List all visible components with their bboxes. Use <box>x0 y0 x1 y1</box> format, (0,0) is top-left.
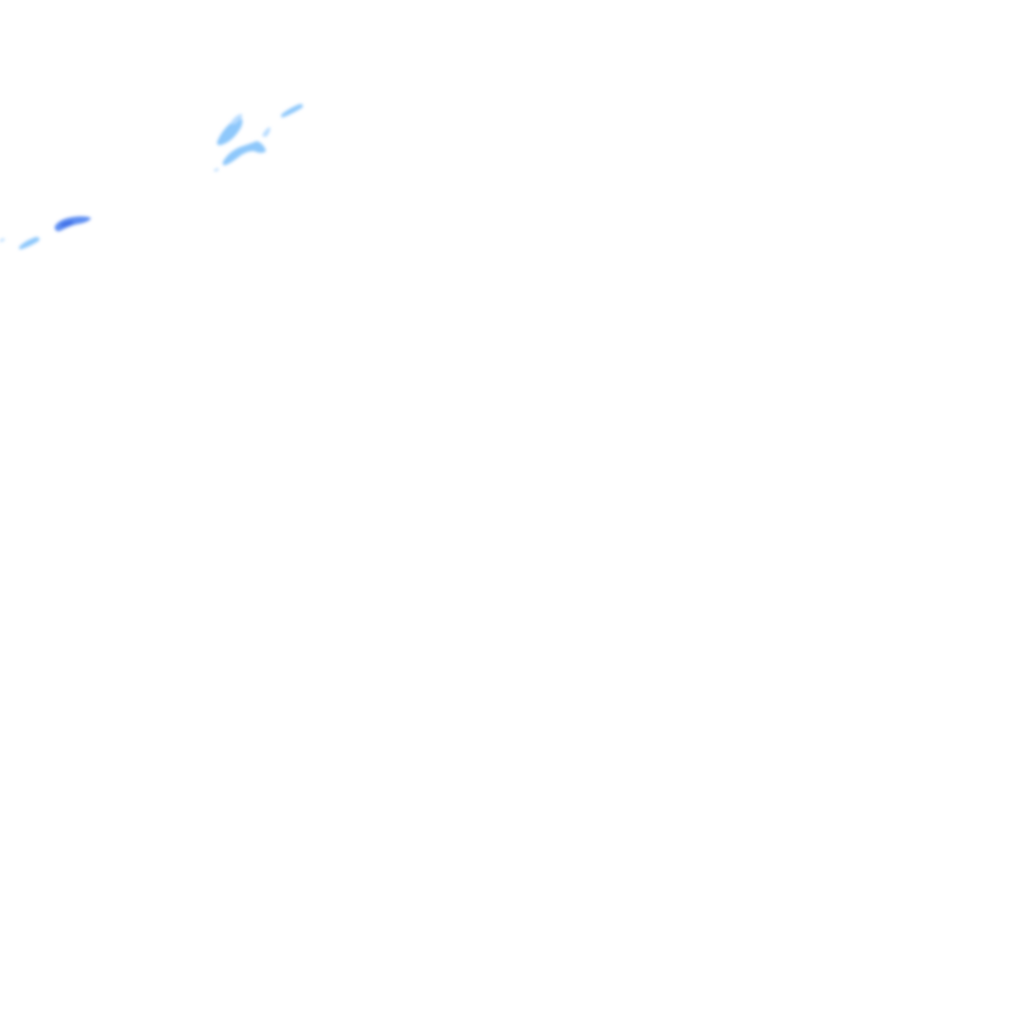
rain-cell <box>214 168 219 172</box>
precipitation-cluster-lower <box>0 216 91 250</box>
rain-cell <box>0 238 5 242</box>
rain-cell <box>230 114 243 124</box>
rain-cell <box>262 127 271 137</box>
rain-cell <box>280 104 303 118</box>
precipitation-cluster-upper <box>214 104 303 172</box>
rain-cell <box>18 237 40 250</box>
rain-cell <box>217 117 243 146</box>
rain-cell <box>222 141 266 166</box>
rain-cell <box>54 216 91 232</box>
rain-cell-core <box>60 221 74 227</box>
